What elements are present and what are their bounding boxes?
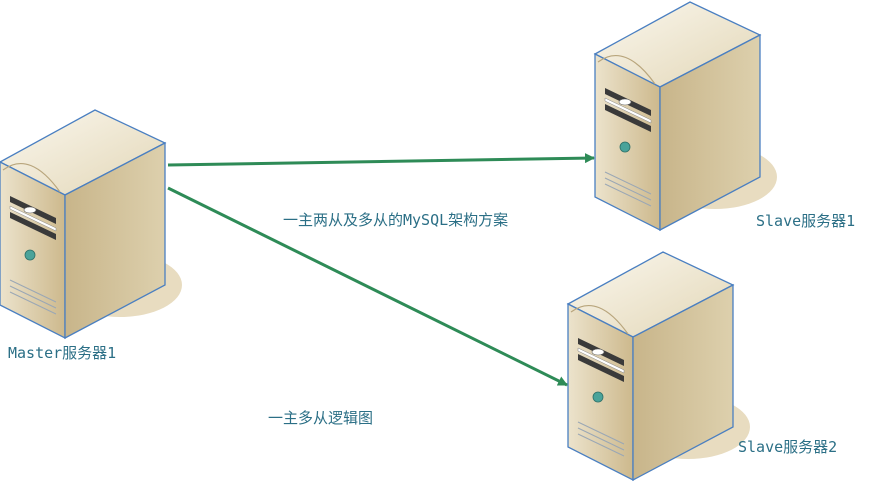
master-server-label: Master服务器1: [8, 344, 117, 362]
logic-caption: 一主多从逻辑图: [268, 409, 374, 427]
architecture-caption: 一主两从及多从的MySQL架构方案: [283, 211, 509, 229]
arrow-master-to-slave1: [167, 153, 595, 167]
server-slave1-icon: [594, 1, 778, 231]
slave2-server-label: Slave服务器2: [738, 438, 838, 456]
slave1-server-label: Slave服务器1: [756, 212, 856, 230]
arrow-master-to-slave2: [167, 186, 568, 387]
server-master-icon: [0, 109, 183, 339]
server-slave2-icon: [567, 251, 751, 481]
